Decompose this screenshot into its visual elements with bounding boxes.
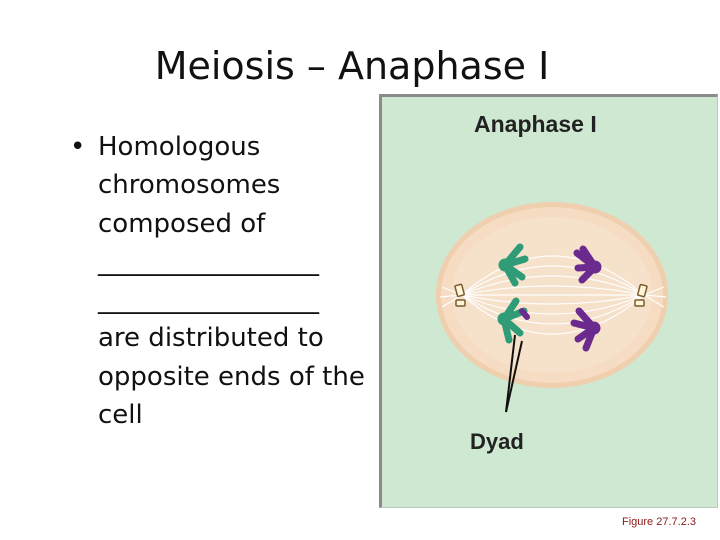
bullet-line: Homologous xyxy=(98,128,370,166)
figure-title: Anaphase I xyxy=(474,111,597,137)
slide-title-text: Meiosis – Anaphase I xyxy=(155,44,550,88)
bullet-line: are distributed to xyxy=(98,319,370,357)
bullet-text: Homologous chromosomes composed of _____… xyxy=(98,128,370,434)
figure-caption: Figure 27.7.2.3 xyxy=(622,516,696,528)
crossover-segment xyxy=(522,311,527,317)
bullet-dot: • xyxy=(70,128,96,166)
fill-in-blank-line: _________________ xyxy=(98,243,370,281)
bullet-line: chromosomes xyxy=(98,166,370,204)
anaphase-figure: Anaphase I xyxy=(379,94,718,508)
dyad-label: Dyad xyxy=(470,429,524,454)
anaphase-illustration: Anaphase I xyxy=(382,97,718,508)
fill-in-blank-line: _________________ xyxy=(98,281,370,319)
slide-title: Meiosis – Anaphase I xyxy=(0,44,720,88)
bullet-line: opposite ends of the xyxy=(98,358,370,396)
bullet-line: composed of xyxy=(98,205,370,243)
bullet-line: cell xyxy=(98,396,370,434)
